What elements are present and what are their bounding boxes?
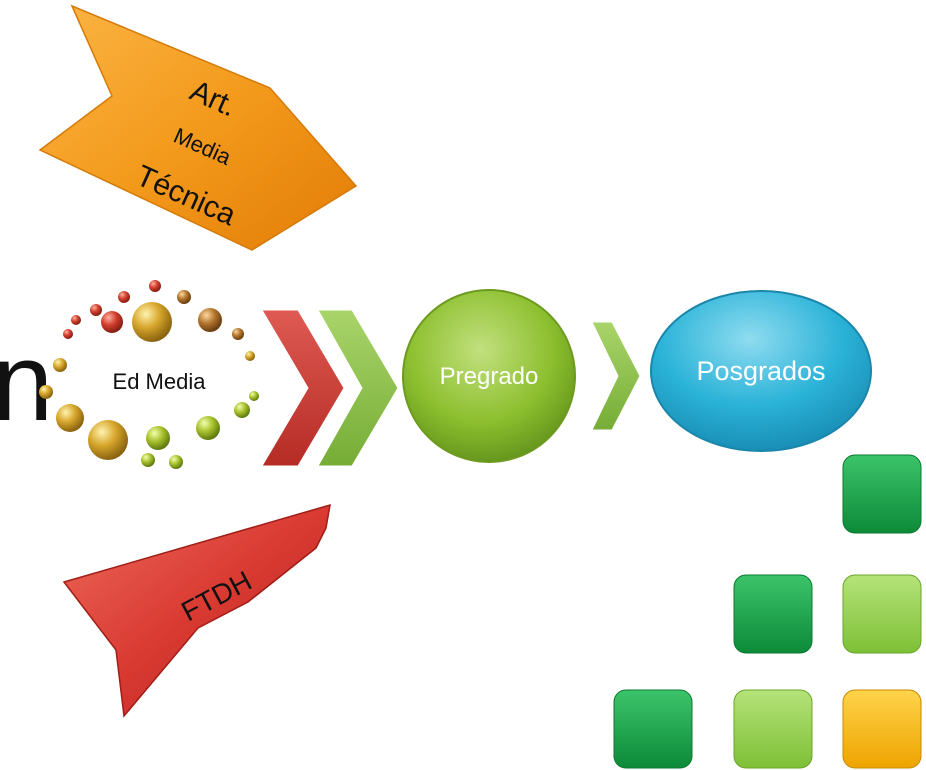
ed-media-label: Ed Media bbox=[113, 369, 207, 394]
sphere bbox=[146, 426, 170, 450]
sphere bbox=[149, 280, 161, 292]
square-block bbox=[613, 689, 693, 769]
sphere bbox=[90, 304, 102, 316]
bottom-arrow: FTDH bbox=[62, 503, 331, 718]
edge-letter: n bbox=[0, 321, 53, 444]
sphere bbox=[63, 329, 73, 339]
chevron-red bbox=[261, 309, 345, 467]
ed-media-cluster: Ed Media bbox=[39, 280, 259, 469]
sphere bbox=[245, 351, 255, 361]
square-block bbox=[842, 454, 922, 534]
square-block bbox=[842, 574, 922, 654]
square-block bbox=[733, 574, 813, 654]
sphere bbox=[196, 416, 220, 440]
sphere bbox=[71, 315, 81, 325]
sphere bbox=[169, 455, 183, 469]
sphere bbox=[118, 291, 130, 303]
sphere bbox=[53, 358, 67, 372]
square-block bbox=[733, 689, 813, 769]
posgrados-node: Posgrados bbox=[650, 290, 872, 452]
sphere bbox=[88, 420, 128, 460]
sphere bbox=[232, 328, 244, 340]
sphere bbox=[39, 385, 53, 399]
top-arrow: Art. Media Técnica bbox=[38, 4, 358, 251]
squares-decoration bbox=[613, 454, 922, 769]
sphere bbox=[198, 308, 222, 332]
sphere bbox=[234, 402, 250, 418]
sphere bbox=[56, 404, 84, 432]
sphere bbox=[177, 290, 191, 304]
sphere bbox=[101, 311, 123, 333]
sphere bbox=[141, 453, 155, 467]
chevron-green-small bbox=[591, 321, 641, 431]
pregrado-node: Pregrado bbox=[402, 289, 576, 463]
chevron-green bbox=[317, 309, 399, 467]
sphere bbox=[132, 302, 172, 342]
square-block bbox=[842, 689, 922, 769]
sphere bbox=[249, 391, 259, 401]
pregrado-label: Pregrado bbox=[440, 363, 539, 390]
posgrados-label: Posgrados bbox=[696, 356, 825, 386]
